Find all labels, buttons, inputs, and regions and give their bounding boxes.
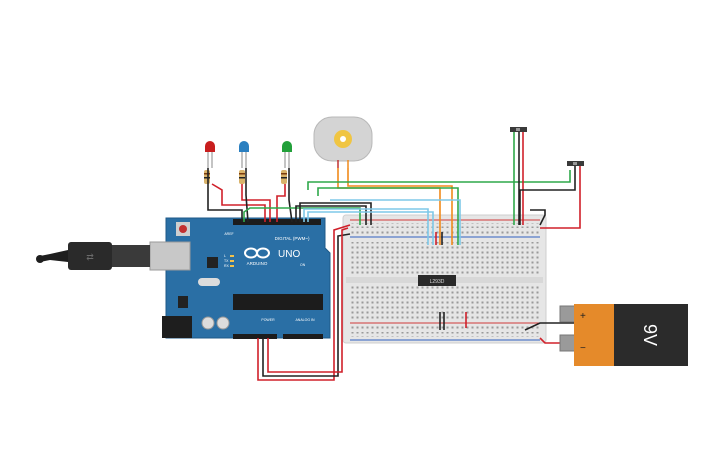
- battery-minus-label: −: [580, 343, 586, 354]
- tx-label: TX: [224, 259, 229, 263]
- dc-motor[interactable]: [313, 116, 373, 168]
- analog-header-label: ANALOG IN: [295, 318, 315, 322]
- led-green[interactable]: [282, 141, 292, 168]
- digital-header-label: DIGITAL (PWM~): [275, 236, 310, 241]
- power-header-label: POWER: [261, 318, 275, 322]
- usb-cable[interactable]: ⇄: [36, 242, 150, 270]
- wires: [207, 132, 581, 381]
- power-header: [233, 334, 277, 339]
- usb-icon: ⇄: [86, 252, 94, 262]
- arduino-logo: [244, 247, 270, 259]
- chip-label: L293D: [430, 279, 445, 285]
- led-blue[interactable]: [239, 141, 249, 168]
- battery-plus-label: +: [580, 311, 586, 322]
- atmega-chip: [233, 294, 323, 310]
- l-label: L: [224, 254, 226, 258]
- regulator: [178, 296, 188, 308]
- crystal: [198, 278, 220, 286]
- resistor-1[interactable]: [204, 170, 210, 184]
- l293d-chip[interactable]: L293D: [418, 275, 456, 286]
- on-label: ON: [300, 263, 306, 267]
- resistor-2[interactable]: [239, 170, 245, 184]
- arduino-uno-board[interactable]: DIGITAL (PWM~) AREF ARDUINO UNO L TX RX …: [149, 217, 331, 339]
- aref-label: AREF: [224, 232, 233, 236]
- model-label: UNO: [278, 249, 300, 260]
- capacitor-1: [201, 316, 215, 330]
- battery-9v[interactable]: + − 9V: [559, 304, 688, 366]
- power-jack: [162, 316, 192, 338]
- battery-label: 9V: [640, 324, 660, 346]
- capacitor-2: [216, 316, 230, 330]
- usb-port: [149, 241, 191, 271]
- switch-1[interactable]: [510, 127, 527, 132]
- led-red[interactable]: [205, 141, 215, 168]
- switch-2[interactable]: [567, 161, 584, 166]
- analog-header: [283, 334, 323, 339]
- rx-label: RX: [224, 264, 230, 268]
- reset-button-cap[interactable]: [179, 225, 187, 233]
- resistor-3[interactable]: [281, 170, 287, 184]
- brand-label: ARDUINO: [247, 261, 268, 266]
- usb-chip: [207, 257, 218, 268]
